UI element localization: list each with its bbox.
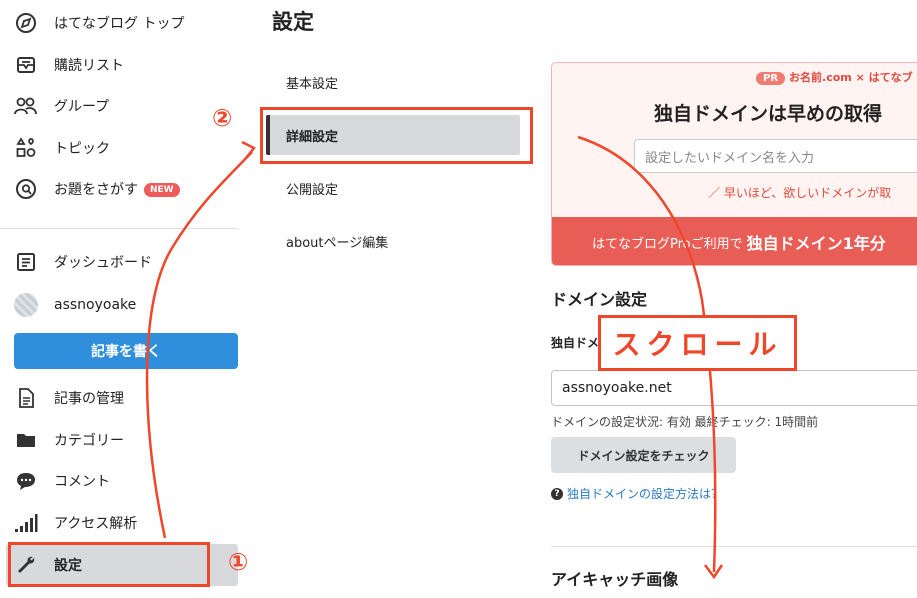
settings-menu-advanced[interactable]: 詳細設定 (266, 115, 520, 155)
annotation-box-settings (8, 542, 210, 587)
sidebar-item-settings[interactable]: 設定 (0, 545, 246, 585)
ad-cta-bold: 独自ドメイン1年分 (746, 234, 886, 253)
sidebar-item-label: はてなブログ トップ (54, 16, 185, 32)
question-icon: ? (551, 487, 563, 500)
ad-sponsor: お名前.com × はてなブ (789, 71, 913, 84)
ad-note: ／ 早いほど、欲しいドメインが取 (708, 186, 892, 200)
sidebar-item-hatena-blog-top[interactable]: はてなブログ トップ (0, 3, 246, 43)
page-title: 設定 (272, 10, 314, 34)
sidebar-item-label: アクセス解析 (54, 516, 138, 532)
folder-icon (14, 428, 38, 452)
theme-search-icon (14, 177, 38, 201)
sidebar-item-label: 記事の管理 (54, 391, 124, 407)
sidebar-item-comments[interactable]: コメント (0, 461, 246, 501)
new-badge: NEW (144, 183, 180, 197)
comment-icon (14, 469, 38, 493)
sidebar-item-dashboard[interactable]: ダッシュボード (0, 242, 246, 282)
check-domain-button[interactable]: ドメイン設定をチェック (551, 437, 736, 473)
sidebar-item-subscriptions[interactable]: 購読リスト (0, 45, 246, 85)
ad-input-placeholder: 設定したいドメイン名を入力 (645, 150, 815, 166)
group-icon (14, 94, 38, 118)
settings-menu-about[interactable]: aboutページ編集 (286, 235, 389, 251)
annotation-box-advanced (260, 107, 533, 164)
sidebar-item-label: 設定 (54, 558, 82, 574)
ad-cta-bar[interactable]: はてなブログProご利用で独自ドメイン1年分 (552, 217, 917, 265)
sidebar-item-label: コメント (54, 474, 110, 490)
sidebar-item-label: ダッシュボード (54, 255, 152, 271)
bar-chart-icon (14, 511, 38, 535)
sidebar-item-label: assnoyoake (54, 297, 137, 313)
domain-help: ? 独自ドメインの設定方法は？ (551, 485, 723, 502)
write-article-button[interactable]: 記事を書く (14, 333, 238, 369)
sidebar-item-blog[interactable]: assnoyoake (0, 285, 246, 325)
dashboard-icon (14, 250, 38, 274)
ad-cta-text: はてなブログProご利用で (592, 236, 743, 252)
annotation-step-2: ② (212, 104, 233, 132)
domain-help-link[interactable]: 独自ドメインの設定方法は？ (567, 487, 724, 501)
document-icon (14, 386, 38, 410)
custom-domain-label: 独自ドメ (551, 336, 600, 350)
avatar (14, 293, 38, 317)
domain-status-text: ドメインの設定状況: 有効 最終チェック: 1時間前 (551, 415, 819, 429)
sidebar-item-topics[interactable]: トピック (0, 128, 246, 168)
sidebar-item-label: トピック (54, 141, 110, 157)
topic-icon (14, 136, 38, 160)
sidebar-item-label: グループ (54, 99, 110, 115)
sidebar-item-categories[interactable]: カテゴリー (0, 420, 246, 460)
ad-headline: 独自ドメインは早めの取得 (654, 103, 883, 125)
settings-menu-publish[interactable]: 公開設定 (286, 182, 339, 198)
wrench-icon (14, 553, 38, 577)
custom-domain-value: assnoyoake.net (562, 380, 672, 396)
settings-menu-basic[interactable]: 基本設定 (286, 76, 339, 92)
domain-settings-title: ドメイン設定 (551, 290, 648, 309)
sidebar-divider (0, 228, 238, 229)
sidebar-item-groups[interactable]: グループ (0, 86, 246, 126)
ad-domain-search-input[interactable]: 設定したいドメイン名を入力 (634, 139, 917, 173)
sidebar-item-label: 購読リスト (54, 58, 124, 74)
annotation-step-1: ① (228, 548, 249, 576)
sidebar-item-analytics[interactable]: アクセス解析 (0, 503, 246, 543)
sidebar-item-settings-highlight (6, 544, 238, 586)
annotation-scroll-label: スクロール (598, 315, 797, 371)
sidebar-item-label: カテゴリー (54, 433, 124, 449)
sidebar-item-articles[interactable]: 記事の管理 (0, 378, 246, 418)
eyecatch-section-title: アイキャッチ画像 (551, 570, 679, 589)
pr-badge: PR (756, 72, 786, 85)
subscription-icon (14, 53, 38, 77)
section-divider (551, 546, 917, 547)
custom-domain-input[interactable]: assnoyoake.net (551, 370, 917, 406)
compass-icon (14, 11, 38, 35)
